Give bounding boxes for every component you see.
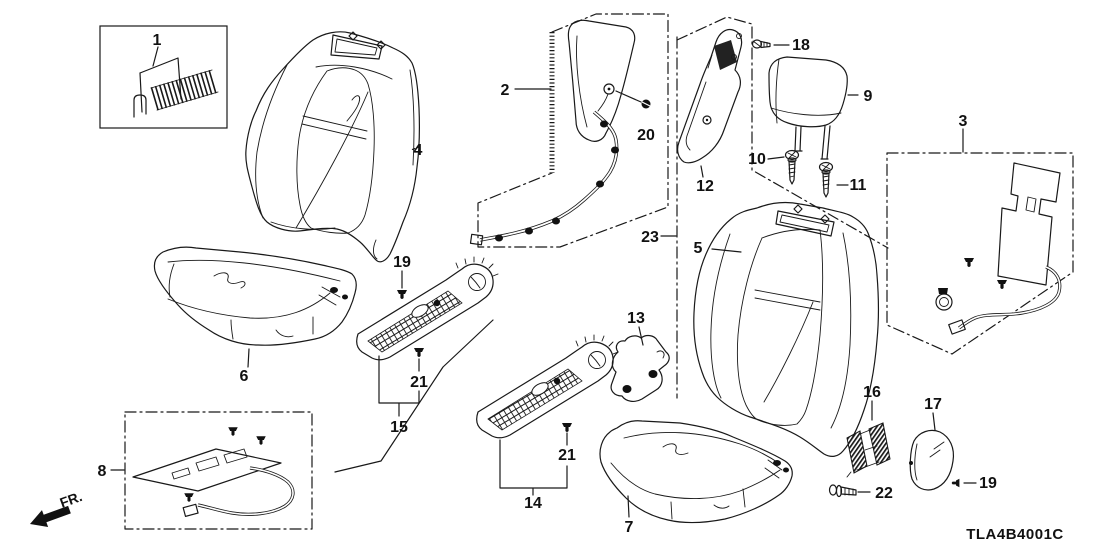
clip-19-icon bbox=[951, 478, 960, 488]
part-6-seat-cushion bbox=[153, 246, 357, 368]
part-7-seat-cushion bbox=[599, 420, 793, 524]
dashed-region-12 bbox=[676, 16, 889, 249]
leader-13 bbox=[638, 326, 644, 346]
screw-22 bbox=[828, 484, 871, 498]
leader-10 bbox=[767, 156, 785, 160]
bracket-14 bbox=[499, 439, 568, 496]
callout-8[interactable]: 8 bbox=[98, 463, 107, 480]
part-17-hinge-cover bbox=[909, 412, 955, 491]
headrest-stalk-right bbox=[820, 125, 831, 160]
clip-icon bbox=[964, 258, 974, 267]
leader-4 bbox=[410, 146, 420, 151]
callout-5[interactable]: 5 bbox=[694, 240, 703, 257]
callout-19b[interactable]: 19 bbox=[979, 475, 997, 492]
callout-21a[interactable]: 21 bbox=[410, 374, 428, 391]
inset-box-1 bbox=[99, 25, 228, 129]
spring-hook bbox=[133, 94, 147, 118]
part-12-side-bracket bbox=[677, 28, 743, 178]
callout-13[interactable]: 13 bbox=[627, 310, 645, 327]
callout-20[interactable]: 20 bbox=[637, 127, 655, 144]
callout-14[interactable]: 14 bbox=[524, 495, 542, 512]
screw-18 bbox=[751, 39, 790, 49]
callout-15[interactable]: 15 bbox=[390, 419, 408, 436]
leader-6 bbox=[247, 348, 250, 368]
clip-icon bbox=[256, 436, 266, 445]
heater-connector-3 bbox=[948, 319, 966, 335]
part-4-seat-back-cover bbox=[245, 31, 420, 263]
leader-12 bbox=[700, 165, 704, 178]
clip-21-icon bbox=[414, 348, 424, 357]
harness-connector bbox=[469, 233, 484, 246]
clip-19b bbox=[951, 478, 977, 488]
callout-6[interactable]: 6 bbox=[240, 368, 249, 385]
part-code: TLA4B4001C bbox=[966, 526, 1064, 543]
fr-arrow-icon bbox=[30, 505, 71, 527]
dashed-box-8 bbox=[124, 411, 313, 530]
ring-clamp bbox=[935, 293, 953, 311]
screw-11 bbox=[818, 161, 849, 198]
callout-1[interactable]: 1 bbox=[153, 32, 162, 49]
part-3-heater-inset bbox=[886, 128, 1074, 355]
screw-10 bbox=[767, 149, 800, 185]
callout-7[interactable]: 7 bbox=[625, 519, 634, 536]
airbag-grommet bbox=[603, 83, 615, 95]
part-14-side-trim-panel bbox=[476, 334, 619, 496]
part-15-side-trim-panel bbox=[356, 256, 499, 417]
seatback-heater-pad bbox=[997, 162, 1061, 286]
callout-10[interactable]: 10 bbox=[748, 151, 766, 168]
part-5-seat-back bbox=[693, 202, 880, 457]
part-8-heater-inset bbox=[110, 411, 313, 530]
construction-lines bbox=[334, 16, 889, 473]
leader-17 bbox=[932, 412, 936, 431]
heater-connector-8 bbox=[182, 503, 199, 517]
callout-17[interactable]: 17 bbox=[924, 396, 942, 413]
callout-2[interactable]: 2 bbox=[501, 82, 510, 99]
headrest-stalk-left bbox=[793, 126, 803, 152]
callout-21b[interactable]: 21 bbox=[558, 447, 576, 464]
callout-19a[interactable]: 19 bbox=[393, 254, 411, 271]
clip-19-icon bbox=[397, 290, 407, 299]
clip-icon bbox=[228, 427, 238, 436]
leader-5 bbox=[711, 248, 742, 253]
cushion-heater-pad bbox=[132, 448, 282, 492]
airbag-module bbox=[567, 19, 636, 142]
divider-line bbox=[334, 319, 494, 473]
leader-20 bbox=[615, 90, 642, 103]
part-16-recliner-cover bbox=[846, 400, 891, 478]
spring-sheet bbox=[139, 57, 182, 113]
callout-18[interactable]: 18 bbox=[792, 37, 810, 54]
callout-16[interactable]: 16 bbox=[863, 384, 881, 401]
dashed-box-3 bbox=[886, 152, 1074, 355]
callout-3[interactable]: 3 bbox=[959, 113, 968, 130]
part-13-bracket bbox=[610, 326, 670, 402]
spring-coil bbox=[150, 69, 219, 111]
callout-23[interactable]: 23 bbox=[641, 229, 659, 246]
dashed-region-2 bbox=[477, 13, 669, 248]
callout-22[interactable]: 22 bbox=[875, 485, 893, 502]
callout-4[interactable]: 4 bbox=[414, 142, 423, 159]
leader-1 bbox=[152, 46, 159, 67]
callout-11[interactable]: 11 bbox=[850, 177, 867, 194]
fr-label: FR. bbox=[58, 488, 85, 511]
part-2-airbag-region bbox=[469, 13, 669, 248]
part-9-headrest bbox=[768, 56, 859, 160]
part-1-spring-inset bbox=[99, 25, 228, 129]
bracket-dark-panel bbox=[714, 40, 737, 70]
clip-icon bbox=[184, 493, 194, 502]
callout-9[interactable]: 9 bbox=[864, 88, 873, 105]
clip-icon bbox=[997, 280, 1007, 289]
clip-21-icon bbox=[562, 423, 572, 432]
airbag-harness-outer bbox=[479, 110, 619, 242]
leader-7 bbox=[627, 495, 630, 518]
bracket-15 bbox=[378, 355, 420, 417]
callout-12[interactable]: 12 bbox=[696, 178, 714, 195]
fr-direction-arrow: FR. bbox=[30, 488, 85, 527]
callouts: 1 2 3 4 5 6 7 8 9 10 11 12 13 14 15 16 1… bbox=[98, 32, 1064, 543]
